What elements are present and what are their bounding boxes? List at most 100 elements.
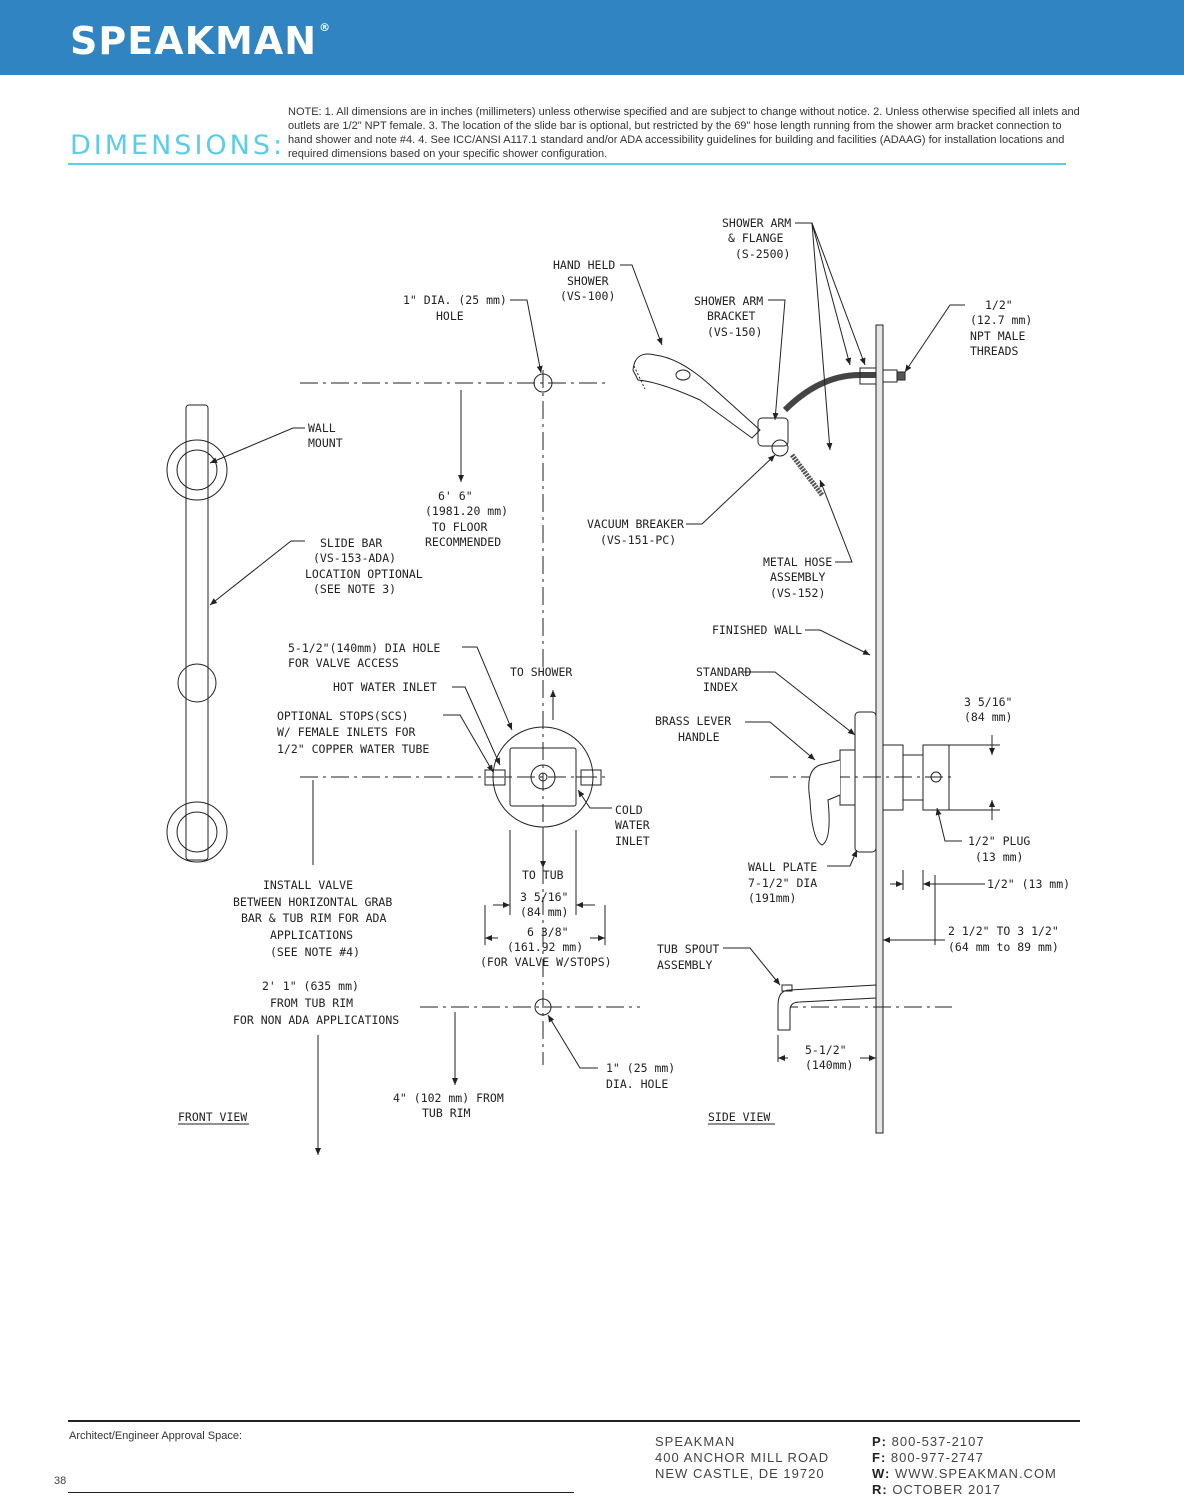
hand-held-label: SHOWER <box>567 274 609 288</box>
cold-inlet-label: WATER <box>615 818 650 832</box>
front-view-labels: 1" DIA. (25 mm) HOLE 6' 6" (1981.20 mm) … <box>178 293 675 1124</box>
front-view-title: FRONT VIEW <box>178 1110 247 1124</box>
vacuum-label: (VS-151-PC) <box>600 533 676 547</box>
lever-label: BRASS LEVER <box>655 714 731 728</box>
wall-mount-label: WALL <box>308 421 336 435</box>
install-label: APPLICATIONS <box>270 928 353 942</box>
install-label: BAR & TUB RIM FOR ADA <box>241 911 386 925</box>
to-tub-label: TO TUB <box>522 868 564 882</box>
front-dim-6-3-8: 6 3/8" <box>527 925 569 939</box>
dia-hole-label: 5-1/2"(140mm) DIA HOLE <box>288 641 440 655</box>
side-dim-half: 1/2" (13 mm) <box>987 877 1070 891</box>
side-view-title: SIDE VIEW <box>708 1110 770 1124</box>
install-label: (SEE NOTE #4) <box>270 945 360 959</box>
from-tub-label: 2' 1" (635 mm) <box>262 979 359 993</box>
arm-bracket-label: SHOWER ARM <box>694 294 763 308</box>
stops-label: OPTIONAL STOPS(SCS) <box>277 709 409 723</box>
front-dim-3-5-16: 3 5/16" <box>520 890 568 904</box>
wall-plate-label: WALL PLATE <box>748 860 817 874</box>
dia-hole-label: FOR VALVE ACCESS <box>288 656 399 670</box>
side-dim-range: (64 mm to 89 mm) <box>948 940 1059 954</box>
contact-info: P: 800-537-2107 F: 800-977-2747 W: WWW.S… <box>872 1434 1057 1498</box>
slide-bar-label: (VS-153-ADA) <box>313 551 396 565</box>
dimension-note: NOTE: 1. All dimensions are in inches (m… <box>288 106 1080 160</box>
npt-label: THREADS <box>970 344 1019 358</box>
side-dim-range: 2 1/2" TO 3 1/2" <box>948 924 1059 938</box>
spout-label: ASSEMBLY <box>657 958 712 972</box>
hole-top-label: 1" DIA. (25 mm) <box>403 293 507 307</box>
install-label: INSTALL VALVE <box>263 878 353 892</box>
cold-inlet-label: INLET <box>615 834 650 848</box>
wall-plate-label: 7-1/2" DIA <box>748 876 817 890</box>
spout-label: TUB SPOUT <box>657 942 719 956</box>
shower-arm-label: & FLANGE <box>728 231 783 245</box>
arm-bracket-label: BRACKET <box>707 309 756 323</box>
header-bar: SPEAKMAN® <box>0 0 1184 75</box>
wall-mount-label: MOUNT <box>308 436 343 450</box>
slide-bar-label: (SEE NOTE 3) <box>313 582 396 596</box>
signature-line <box>68 1492 574 1493</box>
section-title: DIMENSIONS: <box>70 130 286 161</box>
front-dim-6-3-8: (FOR VALVE W/STOPS) <box>480 955 612 969</box>
page-number: 38 <box>54 1475 67 1487</box>
tub-rim-label: TUB RIM <box>422 1106 471 1120</box>
side-dim-3-5-16: 3 5/16" <box>964 695 1012 709</box>
contact-phone: P: 800-537-2107 <box>872 1434 985 1449</box>
slide-bar-label: SLIDE BAR <box>320 536 382 550</box>
cold-inlet-label: COLD <box>615 803 643 817</box>
hose-label: ASSEMBLY <box>770 570 825 584</box>
address-line: SPEAKMAN <box>655 1434 736 1449</box>
npt-label: (12.7 mm) <box>970 313 1032 327</box>
front-view-geometry <box>166 299 640 1155</box>
hole-bottom-label: DIA. HOLE <box>606 1077 668 1091</box>
height-label: TO FLOOR <box>432 520 487 534</box>
approval-space-label: Architect/Engineer Approval Space: <box>69 1430 243 1442</box>
npt-label: NPT MALE <box>970 329 1025 343</box>
lever-label: HANDLE <box>678 730 720 744</box>
install-label: BETWEEN HORIZONTAL GRAB <box>233 895 392 909</box>
contact-revision: R: OCTOBER 2017 <box>872 1482 1001 1497</box>
slide-bar-label: LOCATION OPTIONAL <box>305 567 423 581</box>
height-label: (1981.20 mm) <box>425 504 508 518</box>
shower-arm-label: SHOWER ARM <box>722 216 791 230</box>
front-dim-3-5-16: (84 mm) <box>520 905 568 919</box>
hand-held-label: HAND HELD <box>553 258 615 272</box>
standard-index-label: STANDARD <box>696 665 751 679</box>
address-line: 400 ANCHOR MILL ROAD <box>655 1450 830 1465</box>
stops-label: 1/2" COPPER WATER TUBE <box>277 742 429 756</box>
side-dim-5-5: (140mm) <box>805 1058 853 1072</box>
plug-label: 1/2" PLUG <box>968 834 1030 848</box>
hand-held-label: (VS-100) <box>560 289 615 303</box>
side-dim-5-5: 5-1/2" <box>805 1043 847 1057</box>
height-label: 6' 6" <box>438 489 473 503</box>
to-shower-label: TO SHOWER <box>510 665 572 679</box>
npt-label: 1/2" <box>985 298 1013 312</box>
from-tub-label: FROM TUB RIM <box>270 996 353 1010</box>
contact-fax: F: 800-977-2747 <box>872 1450 984 1465</box>
side-view-labels: SHOWER ARM & FLANGE (S-2500) HAND HELD S… <box>553 216 1070 1124</box>
hose-label: (VS-152) <box>770 586 825 600</box>
side-dim-3-5-16: (84 mm) <box>964 710 1012 724</box>
standard-index-label: INDEX <box>703 680 738 694</box>
from-tub-label: FOR NON ADA APPLICATIONS <box>233 1013 399 1027</box>
shower-arm-label: (S-2500) <box>735 247 790 261</box>
footer-rule <box>68 1420 1080 1422</box>
tub-rim-label: 4" (102 mm) FROM <box>393 1091 504 1105</box>
hot-inlet-label: HOT WATER INLET <box>333 680 437 694</box>
hole-bottom-label: 1" (25 mm) <box>606 1061 675 1075</box>
address-line: NEW CASTLE, DE 19720 <box>655 1466 825 1481</box>
hole-top-label: HOLE <box>436 309 464 323</box>
company-address: SPEAKMAN 400 ANCHOR MILL ROAD NEW CASTLE… <box>655 1434 829 1482</box>
contact-web[interactable]: W: WWW.SPEAKMAN.COM <box>872 1466 1057 1481</box>
vacuum-label: VACUUM BREAKER <box>587 517 684 531</box>
title-underline <box>68 163 1066 165</box>
brand-logo: SPEAKMAN® <box>70 19 332 63</box>
front-dim-6-3-8: (161.92 mm) <box>507 940 583 954</box>
height-label: RECOMMENDED <box>425 535 501 549</box>
hose-label: METAL HOSE <box>763 555 832 569</box>
arm-bracket-label: (VS-150) <box>707 325 762 339</box>
side-view-geometry <box>620 222 1000 1134</box>
stops-label: W/ FEMALE INLETS FOR <box>277 725 416 739</box>
plug-label: (13 mm) <box>975 850 1023 864</box>
